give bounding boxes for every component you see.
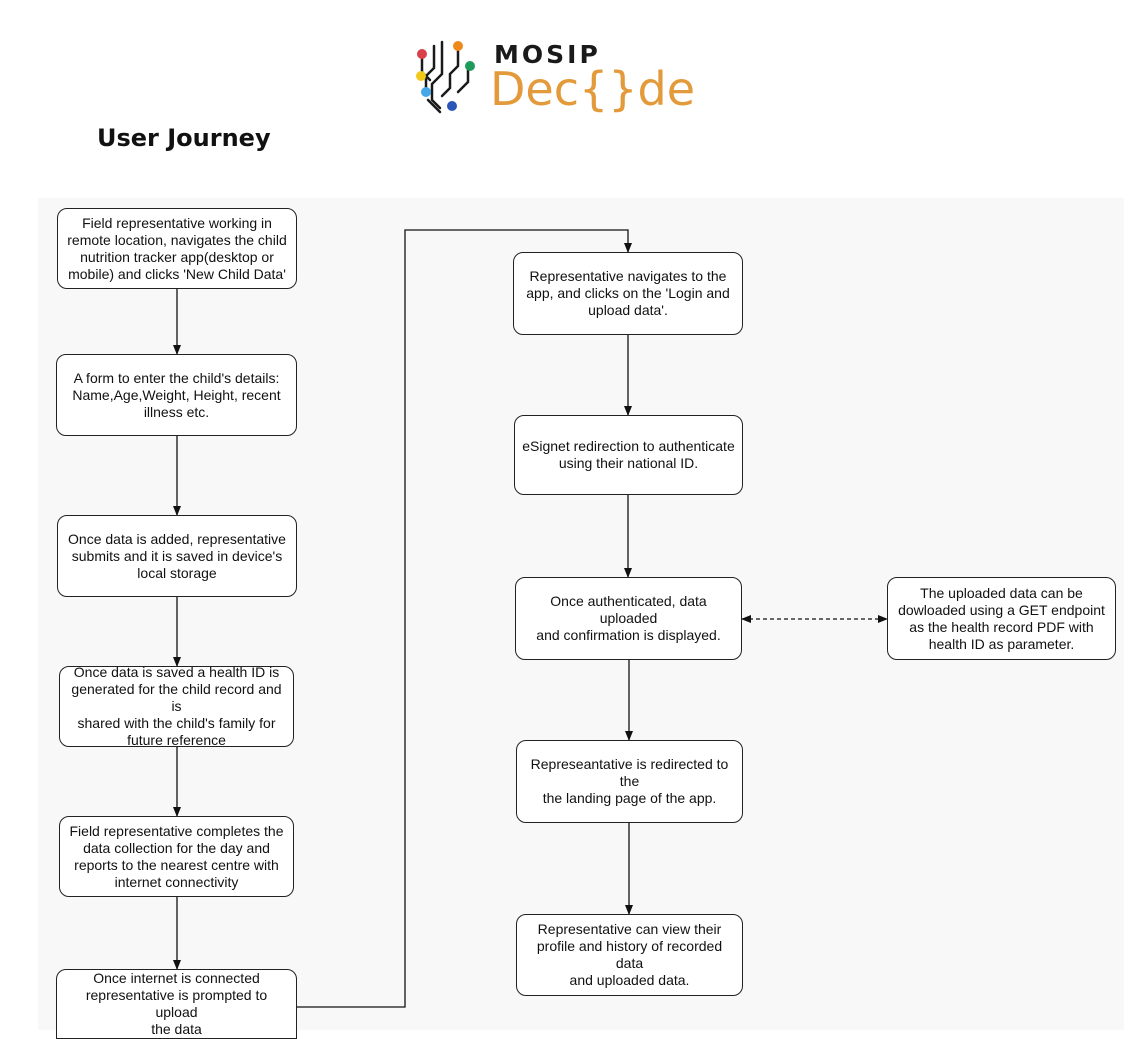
- step-report-to-centre: Field representative completes the data …: [59, 816, 294, 897]
- step-child-details-form: A form to enter the child's details: Nam…: [56, 354, 297, 436]
- step-new-child-data: Field representative working in remote l…: [57, 208, 297, 289]
- step-health-id-generated: Once data is saved a health ID is genera…: [59, 664, 294, 748]
- circuit-logo-icon: [416, 40, 475, 114]
- step-view-profile-history: Representative can view their profile an…: [516, 914, 743, 996]
- mosip-decode-logo: MOSIP Dec{}de: [412, 38, 696, 118]
- note-download-health-record: The uploaded data can be dowloaded using…: [887, 577, 1116, 660]
- connector-to-middle-column: [297, 229, 632, 1008]
- step-prompt-upload: Once internet is connected representativ…: [56, 969, 297, 1039]
- logo-wordmark-top: MOSIP: [494, 40, 601, 69]
- logo-wordmark-bottom: Dec{}de: [490, 62, 696, 116]
- step-login-upload: Representative navigates to the app, and…: [513, 252, 743, 335]
- step-esignet-auth: eSignet redirection to authenticate usin…: [514, 415, 743, 495]
- step-save-local-storage: Once data is added, representative submi…: [57, 515, 297, 597]
- step-redirect-landing: Represeantative is redirected to the the…: [516, 740, 743, 823]
- page-title: User Journey: [97, 124, 271, 152]
- step-upload-confirmation: Once authenticated, data uploaded and co…: [515, 577, 742, 660]
